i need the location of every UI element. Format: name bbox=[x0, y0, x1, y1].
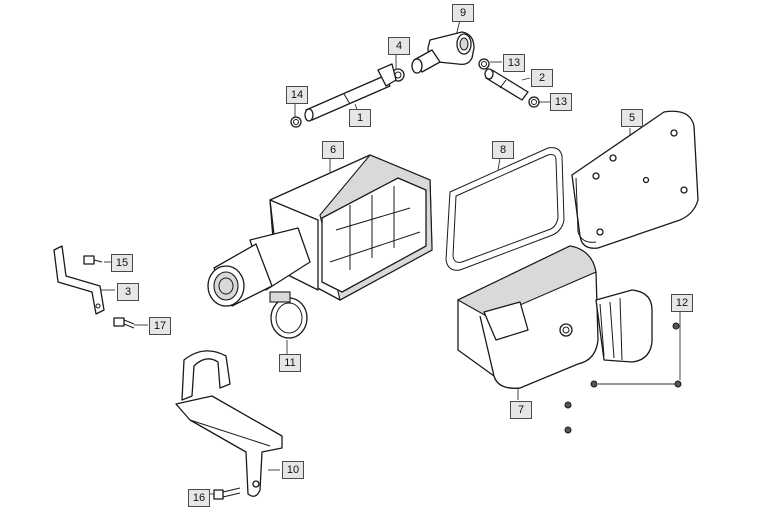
callout-6: 6 bbox=[322, 141, 344, 159]
part-3-bracket bbox=[53, 245, 105, 315]
callout-12: 12 bbox=[671, 294, 693, 312]
part-16-bolt bbox=[213, 487, 241, 500]
callout-13-lower: 13 bbox=[550, 93, 572, 111]
part-14-small-clamp bbox=[290, 116, 302, 128]
callout-15: 15 bbox=[111, 254, 133, 272]
callout-14: 14 bbox=[286, 86, 308, 104]
callout-8: 8 bbox=[492, 141, 514, 159]
callout-2: 2 bbox=[531, 69, 553, 87]
part-6-filter-housing bbox=[207, 154, 433, 307]
part-17-bolt bbox=[113, 317, 135, 329]
part-9-elbow-fitting bbox=[411, 31, 475, 74]
callout-13-upper: 13 bbox=[503, 54, 525, 72]
part-1-long-tube bbox=[304, 63, 397, 122]
callout-10: 10 bbox=[282, 461, 304, 479]
part-2-short-tube bbox=[484, 68, 529, 101]
part-13-clamp-lower bbox=[528, 96, 540, 108]
callout-16: 16 bbox=[188, 489, 210, 507]
part-5-cover-plate bbox=[571, 110, 699, 249]
leader-lines bbox=[100, 19, 681, 495]
part-12-screws bbox=[564, 322, 682, 434]
part-15-bolt bbox=[83, 255, 103, 265]
callout-3: 3 bbox=[117, 283, 139, 301]
callout-5: 5 bbox=[621, 109, 643, 127]
part-7-filter-box bbox=[456, 245, 653, 389]
part-11-band-clamp bbox=[269, 291, 308, 339]
part-13-clamp-upper bbox=[478, 58, 490, 70]
callout-17: 17 bbox=[149, 317, 171, 335]
callout-11: 11 bbox=[279, 354, 301, 372]
callout-4: 4 bbox=[388, 37, 410, 55]
callout-1: 1 bbox=[349, 109, 371, 127]
part-8-gasket bbox=[445, 147, 565, 271]
callout-7: 7 bbox=[510, 401, 532, 419]
part-10-strap-bracket bbox=[175, 350, 283, 497]
callout-9: 9 bbox=[452, 4, 474, 22]
